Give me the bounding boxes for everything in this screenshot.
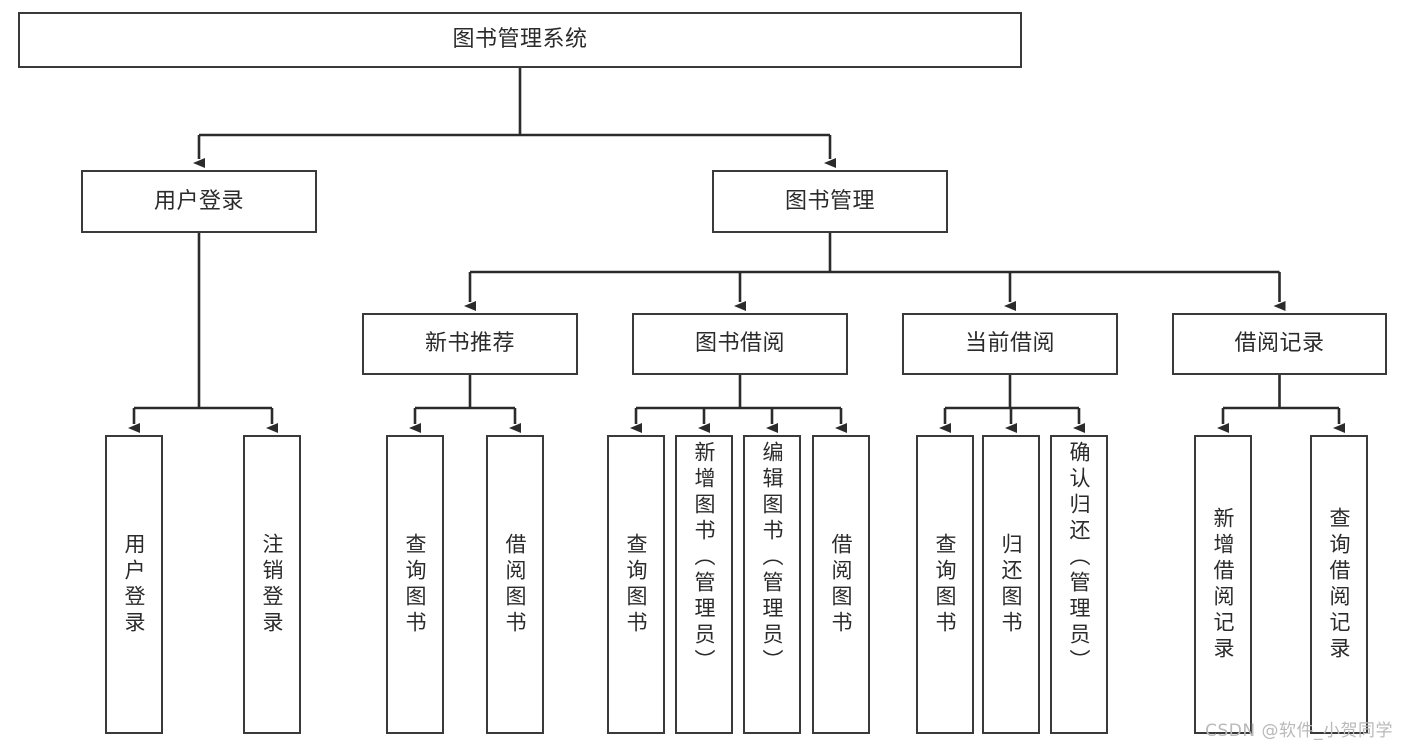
leaf-add-borrow-record[interactable]: 新增借阅记录 bbox=[1194, 435, 1252, 734]
node-label: 图书管理 bbox=[784, 188, 875, 214]
node-user-login[interactable]: 用户登录 bbox=[81, 170, 317, 233]
node-label: 注销登录 bbox=[260, 532, 285, 637]
leaf-user-login[interactable]: 用户登录 bbox=[105, 435, 163, 734]
node-label: 新增借阅记录 bbox=[1211, 506, 1236, 663]
node-label: 新增图书（管理员） bbox=[692, 441, 717, 675]
leaf-query-borrow-record[interactable]: 查询借阅记录 bbox=[1310, 435, 1368, 734]
node-label: 确认归还（管理员） bbox=[1067, 441, 1092, 675]
leaf-query-books-recommend[interactable]: 查询图书 bbox=[386, 435, 444, 734]
node-new-book-recommend[interactable]: 新书推荐 bbox=[362, 313, 578, 375]
node-book-borrow[interactable]: 图书借阅 bbox=[632, 313, 848, 375]
node-label: 借阅记录 bbox=[1234, 331, 1325, 357]
node-label: 用户登录 bbox=[153, 188, 244, 214]
node-borrow-records[interactable]: 借阅记录 bbox=[1172, 313, 1387, 375]
node-label: 查询图书 bbox=[624, 532, 649, 637]
leaf-confirm-return-admin[interactable]: 确认归还（管理员） bbox=[1050, 435, 1108, 734]
node-label: 查询借阅记录 bbox=[1327, 506, 1352, 663]
node-label: 图书管理系统 bbox=[452, 27, 588, 53]
node-book-management[interactable]: 图书管理 bbox=[712, 170, 948, 233]
node-label: 编辑图书（管理员） bbox=[760, 441, 785, 675]
node-label: 新书推荐 bbox=[424, 331, 515, 357]
node-label: 图书借阅 bbox=[694, 331, 785, 357]
leaf-add-book-admin[interactable]: 新增图书（管理员） bbox=[675, 435, 733, 734]
node-label: 用户登录 bbox=[122, 532, 147, 637]
node-label: 借阅图书 bbox=[503, 532, 528, 637]
leaf-edit-book-admin[interactable]: 编辑图书（管理员） bbox=[743, 435, 801, 734]
node-label: 当前借阅 bbox=[964, 331, 1055, 357]
leaf-query-books-borrow[interactable]: 查询图书 bbox=[607, 435, 665, 734]
node-label: 借阅图书 bbox=[829, 532, 854, 637]
leaf-borrow-books-recommend[interactable]: 借阅图书 bbox=[486, 435, 544, 734]
node-label: 查询图书 bbox=[933, 532, 958, 637]
node-root[interactable]: 图书管理系统 bbox=[18, 12, 1022, 68]
leaf-return-books[interactable]: 归还图书 bbox=[982, 435, 1040, 734]
node-label: 归还图书 bbox=[999, 532, 1024, 637]
leaf-borrow-books[interactable]: 借阅图书 bbox=[812, 435, 870, 734]
node-label: 查询图书 bbox=[403, 532, 428, 637]
node-current-borrow[interactable]: 当前借阅 bbox=[902, 313, 1118, 375]
leaf-query-books-current[interactable]: 查询图书 bbox=[916, 435, 974, 734]
leaf-user-logout[interactable]: 注销登录 bbox=[243, 435, 301, 734]
